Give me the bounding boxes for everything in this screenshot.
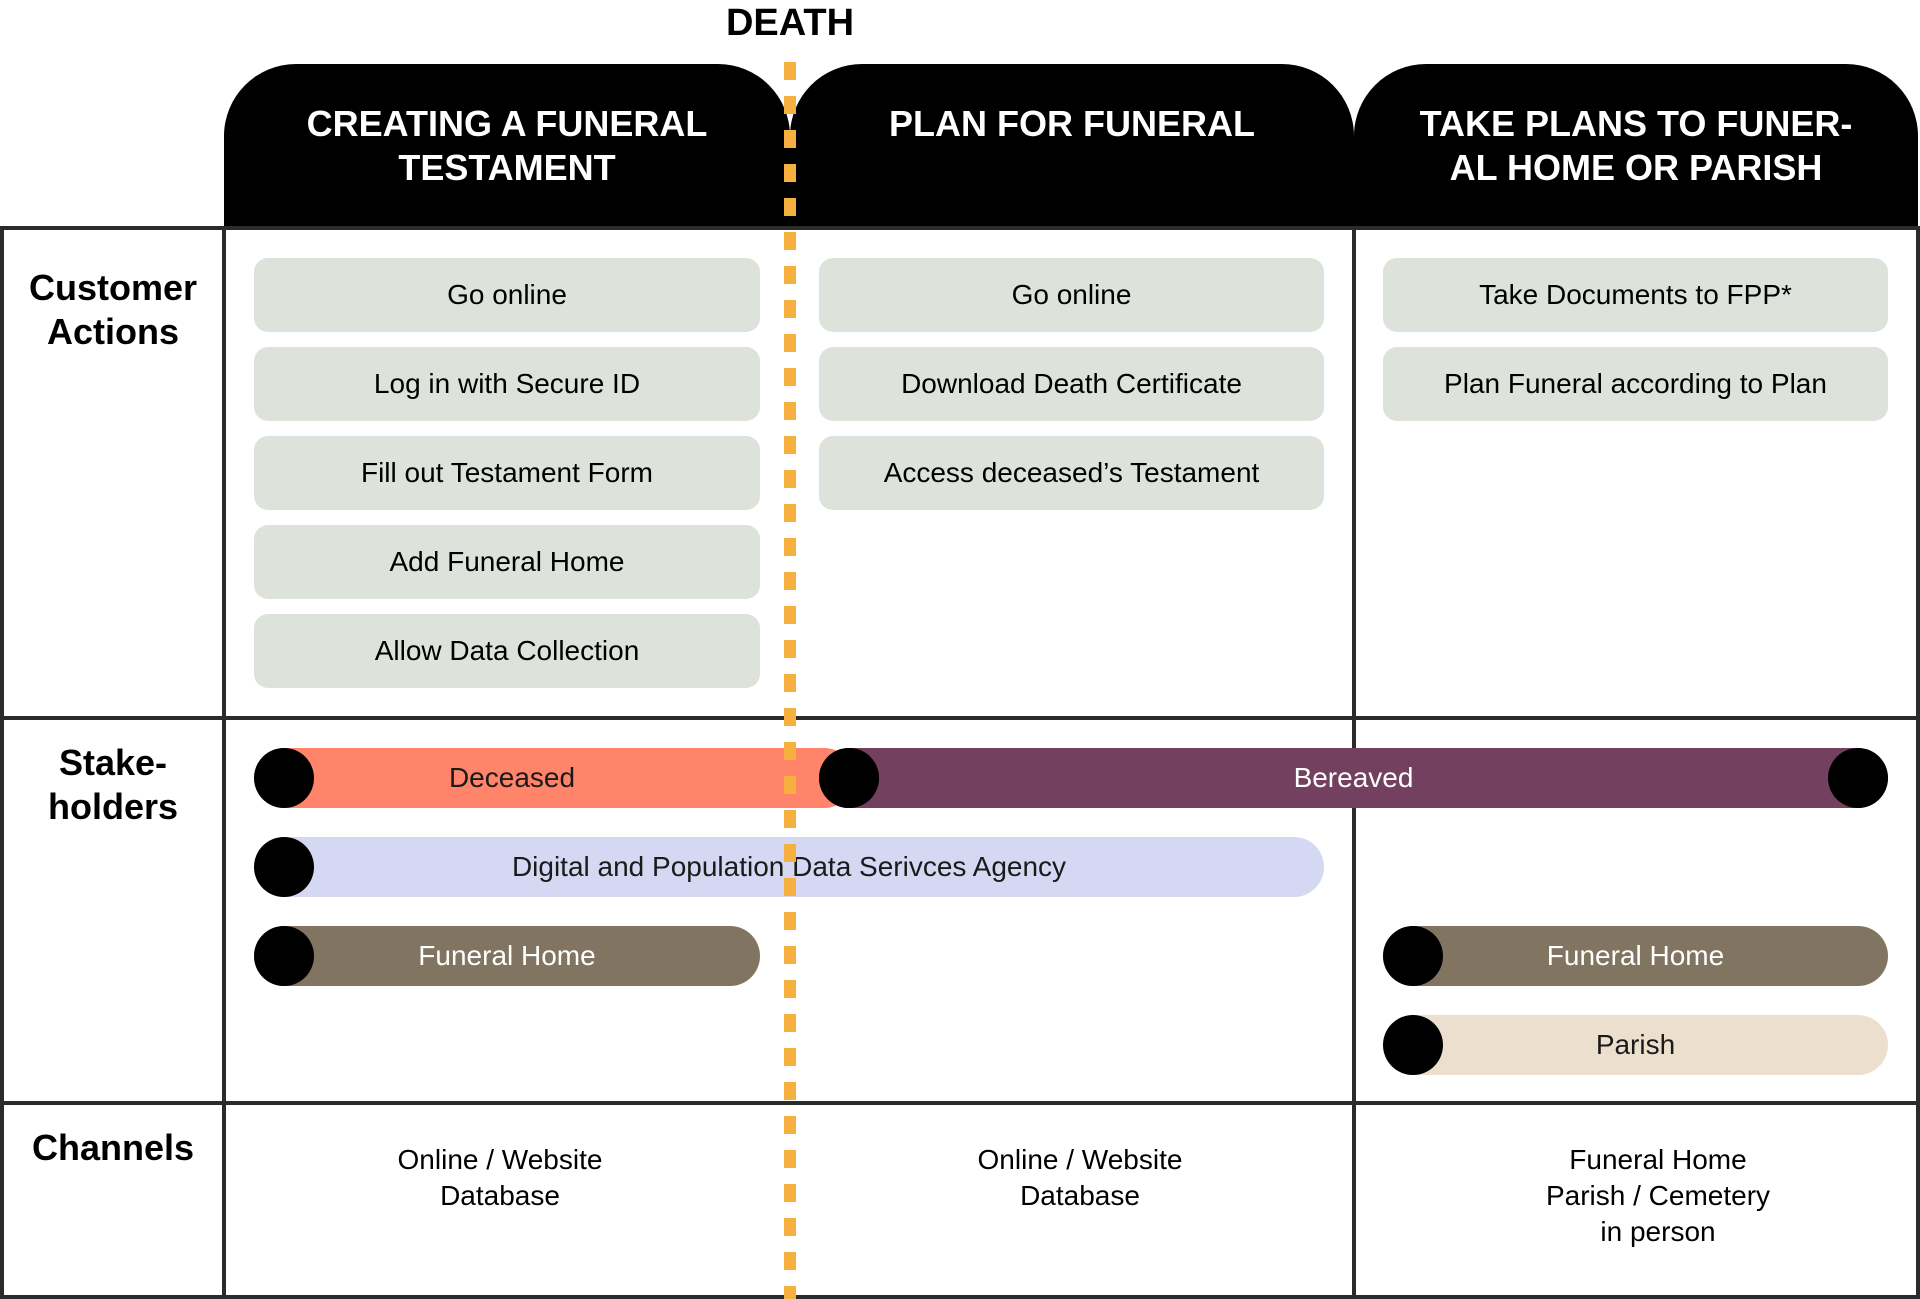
action-add-funeral-home: Add Funeral Home: [254, 525, 760, 599]
phase-header-creating-testament: CREATING A FUNERAL TESTAMENT: [224, 64, 790, 228]
action-plan-funeral: Plan Funeral according to Plan: [1383, 347, 1888, 421]
stakeholder-funeral-home: Funeral Home: [254, 926, 760, 986]
phase-header-plan-funeral: PLAN FOR FUNERAL: [790, 64, 1354, 228]
stakeholder-start-dot: [1383, 926, 1443, 986]
grid-line-top: [0, 226, 1920, 230]
stakeholder-label: Parish: [1595, 1029, 1676, 1060]
grid-line-bottom: [0, 1295, 1920, 1299]
stakeholder-label: Bereaved: [1293, 762, 1414, 793]
action-go-online: Go online: [819, 258, 1324, 332]
channel-phase-3: Funeral Home Parish / Cemetery in person: [1545, 1144, 1771, 1247]
stakeholder-end-dot: [1828, 748, 1888, 808]
grid-line-right: [1916, 226, 1920, 1299]
bereaved-start-dot: [819, 748, 879, 808]
action-access-testament: Access deceased’s Testament: [819, 436, 1324, 510]
row-label-stakeholders: Stake- holders: [47, 742, 179, 827]
grid-line-label-column: [222, 226, 226, 1299]
action-download-death-certificate: Download Death Certificate: [819, 347, 1324, 421]
death-label: DEATH: [725, 2, 855, 44]
action-fill-testament-form: Fill out Testament Form: [254, 436, 760, 510]
grid-line-left: [0, 226, 4, 1299]
stakeholder-start-dot: [254, 837, 314, 897]
stakeholder-label: Funeral Home: [418, 940, 596, 971]
channel-phase-1: Online / Website Database: [397, 1144, 603, 1211]
stakeholder-bereaved: Bereaved: [819, 748, 1888, 808]
grid-line-actions-bottom: [0, 716, 1920, 720]
action-go-online: Go online: [254, 258, 760, 332]
death-divider-line: [784, 62, 796, 1299]
action-allow-data-collection: Allow Data Collection: [254, 614, 760, 688]
stakeholder-parish: Parish: [1383, 1015, 1888, 1075]
stakeholder-start-dot: [254, 926, 314, 986]
action-take-documents: Take Documents to FPP*: [1383, 258, 1888, 332]
action-log-in-secure-id: Log in with Secure ID: [254, 347, 760, 421]
channel-phase-2: Online / Website Database: [977, 1144, 1183, 1211]
stakeholder-start-dot: [1383, 1015, 1443, 1075]
stakeholder-funeral-home: Funeral Home: [1383, 926, 1888, 986]
stakeholder-label: Funeral Home: [1546, 940, 1725, 971]
stakeholder-start-dot: [254, 748, 314, 808]
phase-header-take-plans: TAKE PLANS TO FUNER-AL HOME OR PARISH: [1354, 64, 1918, 228]
row-label-channels: Channels: [31, 1127, 195, 1168]
grid-line-stakeholders-bottom: [0, 1101, 1920, 1105]
row-label-customer-actions: Customer Actions: [28, 267, 198, 352]
stakeholder-label: Deceased: [448, 762, 576, 793]
stakeholder-deceased: Deceased: [254, 748, 854, 808]
